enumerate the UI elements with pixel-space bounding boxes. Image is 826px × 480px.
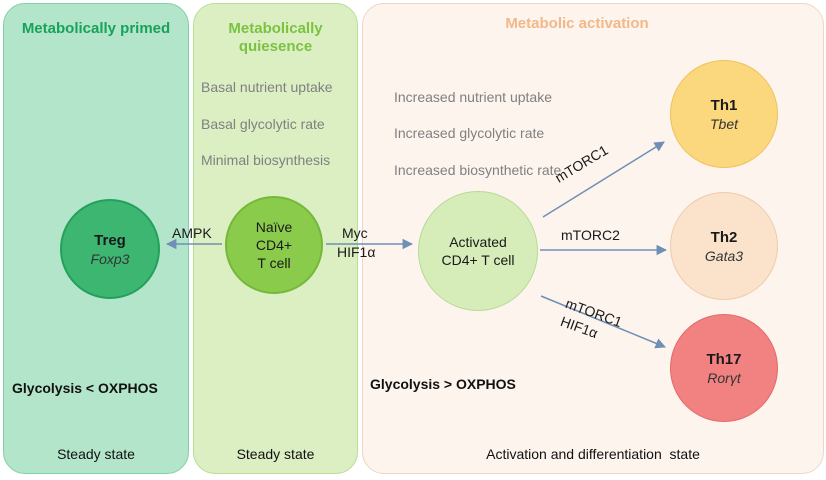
activated-line2: CD4+ T cell (441, 252, 515, 268)
naive-line3: T cell (257, 255, 291, 271)
activation-feature: Increased biosynthetic rate (394, 162, 562, 178)
activated-line1: Activated (449, 234, 507, 250)
treg-gene: Foxp3 (90, 250, 130, 267)
th1-name: Th1 (710, 96, 738, 114)
primed-state: Steady state (57, 446, 135, 462)
arrow-to-th17 (540, 295, 666, 349)
quiescence-feature: Minimal biosynthesis (201, 152, 331, 168)
activation-feature: Increased nutrient uptake (394, 89, 552, 105)
th17-cell: Th17 Rorγt (670, 314, 778, 422)
th2-gene: Gata3 (704, 247, 744, 264)
naive-line2: CD4+ (255, 237, 293, 253)
th2-cell: Th2 Gata3 (670, 192, 778, 300)
ampk-label: AMPK (172, 225, 212, 241)
treg-name: Treg (94, 231, 126, 249)
th1-gene: Tbet (709, 115, 738, 132)
quiescence-title-line2: quiesence (238, 38, 313, 55)
quiescence-title-line1: Metabolically (228, 20, 323, 37)
primed-balance: Glycolysis < OXPHOS (12, 380, 158, 396)
activation-balance: Glycolysis > OXPHOS (370, 376, 516, 392)
activation-title: Metabolic activation (505, 15, 649, 32)
th1-cell: Th1 Tbet (670, 60, 778, 168)
activation-feature: Increased glycolytic rate (394, 125, 545, 141)
hif1a-label: HIF1α (337, 244, 376, 260)
myc-label: Myc (342, 225, 368, 241)
mtorc2-label: mTORC2 (561, 227, 620, 243)
treg-cell: Treg Foxp3 (60, 199, 160, 299)
th17-gene: Rorγt (707, 369, 741, 386)
th2-name: Th2 (710, 228, 738, 246)
th17-name: Th17 (706, 350, 742, 368)
quiescence-feature: Basal glycolytic rate (201, 116, 325, 132)
activated-cd4-t-cell: Activated CD4+ T cell (418, 191, 538, 311)
naive-line1: Naïve (255, 219, 293, 235)
arrow-to-th1 (542, 141, 665, 218)
quiescence-state: Steady state (236, 446, 315, 462)
quiescence-feature: Basal nutrient uptake (201, 79, 333, 95)
primed-title: Metabolically primed (21, 20, 171, 37)
activation-state: Activation and differentiation state (486, 446, 700, 462)
naive-cd4-t-cell: Naïve CD4+ T cell (225, 196, 323, 294)
